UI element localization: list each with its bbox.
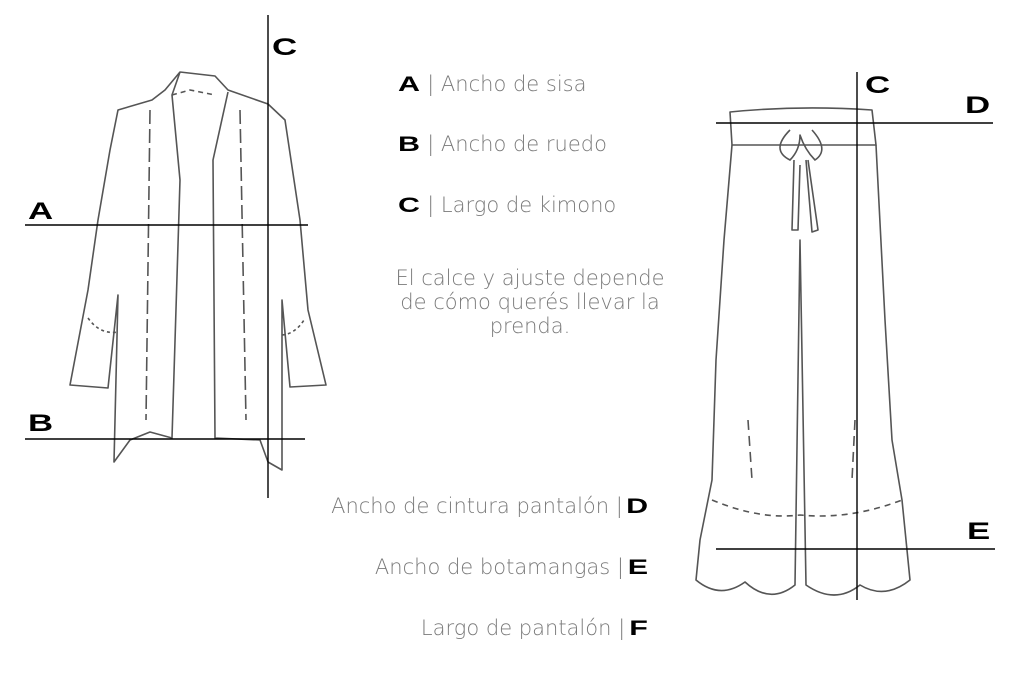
legend-item-f: Largo de pantalón |F	[421, 616, 648, 641]
pants-label-d: D	[965, 92, 991, 119]
legend-text: Ancho de botamangas |	[374, 555, 624, 579]
legend-key: C	[398, 194, 420, 217]
legend-key: E	[627, 556, 648, 579]
kimono-label-c: C	[272, 34, 298, 61]
legend-key: D	[626, 495, 648, 518]
pants-drawing	[695, 107, 911, 596]
legend-text: Largo de pantalón |	[420, 616, 626, 640]
fit-note: El calce y ajuste depende de cómo querés…	[395, 266, 665, 338]
kimono-drawing	[69, 71, 327, 471]
legend-item-b: B | Ancho de ruedo	[398, 132, 607, 157]
legend-item-e: Ancho de botamangas |E	[375, 555, 648, 580]
kimono-label-a: A	[28, 198, 54, 225]
legend-item-c: C | Largo de kimono	[398, 193, 616, 218]
kimono-measure-lines	[25, 15, 308, 498]
pants-label-c: C	[865, 72, 891, 99]
kimono-label-b: B	[28, 410, 54, 437]
legend-text: | Ancho de sisa	[427, 72, 587, 96]
legend-text: | Ancho de ruedo	[427, 132, 607, 156]
legend-key: F	[629, 617, 648, 640]
legend-item-a: A | Ancho de sisa	[398, 72, 587, 97]
pants-label-e: E	[967, 518, 991, 545]
pants-measure-lines	[716, 72, 995, 600]
legend-text: Ancho de cintura pantalón |	[331, 494, 623, 518]
legend-key: A	[398, 73, 420, 96]
legend-item-d: Ancho de cintura pantalón |D	[331, 494, 648, 519]
legend-key: B	[398, 133, 420, 156]
legend-text: | Largo de kimono	[427, 193, 617, 217]
